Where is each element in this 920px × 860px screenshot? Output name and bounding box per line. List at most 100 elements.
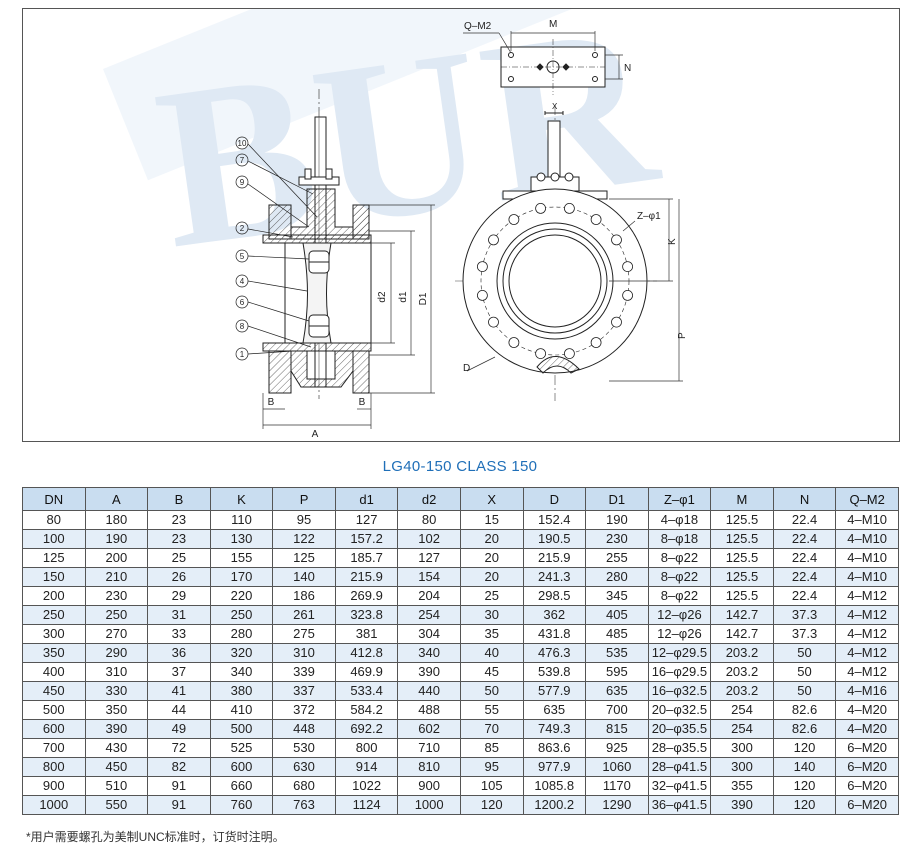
table-cell: 340 [397,643,461,663]
table-cell: 125 [22,548,86,568]
footnote: *用户需要螺孔为美制UNC标准时，订货时注明。 [26,830,285,844]
table-cell: 1170 [585,776,649,796]
table-cell: 469.9 [334,662,399,682]
table-cell: 49 [147,719,211,739]
table-cell: 269.9 [334,586,399,606]
table-cell: 390 [397,662,461,682]
table-cell: 26 [147,567,211,587]
table-cell: 254 [397,605,461,625]
table-cell: 125.5 [710,529,774,549]
table-cell: 4–M20 [835,700,899,720]
table-cell: 4–M20 [835,719,899,739]
table-cell: 977.9 [522,757,587,777]
table-cell: 33 [147,624,211,644]
table-cell: 230 [84,586,149,606]
table-cell: 6–M20 [835,738,899,758]
drawing-frame: BUR [22,8,900,442]
table-cell: 215.9 [522,548,587,568]
callout-4: 4 [240,277,245,286]
table-cell: 320 [209,643,274,663]
table-cell: 250 [84,605,149,625]
table-cell: 630 [272,757,336,777]
callout-5: 5 [240,252,245,261]
table-cell: 105 [459,776,524,796]
mounting-plate-view: M N Q–M2 [463,19,631,95]
table-cell: 22.4 [772,586,837,606]
table-cell: 120 [772,795,837,815]
table-cell: 8–φ22 [647,567,712,587]
table-cell: 1060 [585,757,649,777]
dim-N: N [624,63,631,74]
table-cell: 1000 [397,795,461,815]
table-cell: 914 [334,757,399,777]
table-cell: 530 [272,738,336,758]
table-cell: 16–φ32.5 [647,681,712,701]
table-cell: 250 [22,605,86,625]
table-cell: 12–φ26 [647,624,712,644]
column-header: M [710,487,774,511]
table-cell: 660 [209,776,274,796]
bolt-hole [488,316,499,328]
table-cell: 32–φ41.5 [647,776,712,796]
column-header: Q–M2 [835,487,899,511]
callout-9: 9 [240,178,245,187]
table-cell: 600 [209,757,274,777]
dim-B-left: B [268,397,275,408]
bolt-hole [476,261,488,273]
table-cell: 310 [84,662,149,682]
bolt-hole [622,289,633,301]
table-cell: 95 [272,510,336,530]
table-cell: 1124 [334,795,399,815]
table-cell: 23 [147,510,211,530]
column-header: B [147,487,211,511]
table-cell: 140 [772,757,837,777]
dim-D: D [463,363,470,374]
table-cell: 330 [84,681,149,701]
table-cell: 476.3 [522,643,587,663]
table-cell: 50 [459,681,524,701]
table-cell: 50 [772,662,837,682]
table-cell: 280 [209,624,274,644]
table-cell: 82.6 [772,719,837,739]
table-cell: 122 [272,529,336,549]
dim-d1: d1 [398,291,409,303]
table-cell: 80 [397,510,461,530]
column-header: K [209,487,274,511]
table-cell: 1022 [334,776,399,796]
column-header: P [272,487,336,511]
table-cell: 372 [272,700,336,720]
table-cell: 100 [22,529,86,549]
table-cell: 125.5 [710,548,774,568]
table-cell: 82 [147,757,211,777]
table-cell: 900 [397,776,461,796]
table-cell: 300 [710,757,774,777]
table-cell: 20–φ35.5 [647,719,712,739]
bolt-hole [622,261,633,273]
table-cell: 4–M12 [835,605,899,625]
table-cell: 275 [272,624,336,644]
table-cell: 170 [209,567,274,587]
table-cell: 310 [272,643,336,663]
table-cell: 925 [585,738,649,758]
table-cell: 20 [459,529,524,549]
table-cell: 44 [147,700,211,720]
column-header: Z–φ1 [647,487,712,511]
table-cell: 210 [84,567,149,587]
table-cell: 82.6 [772,700,837,720]
bolt-hole [488,234,499,246]
table-cell: 405 [585,605,649,625]
table-cell: 40 [459,643,524,663]
table-cell: 130 [209,529,274,549]
table-cell: 37 [147,662,211,682]
table-cell: 250 [209,605,274,625]
table-cell: 31 [147,605,211,625]
bolt-hole [590,214,602,225]
table-cell: 35 [459,624,524,644]
table-cell: 142.7 [710,624,774,644]
